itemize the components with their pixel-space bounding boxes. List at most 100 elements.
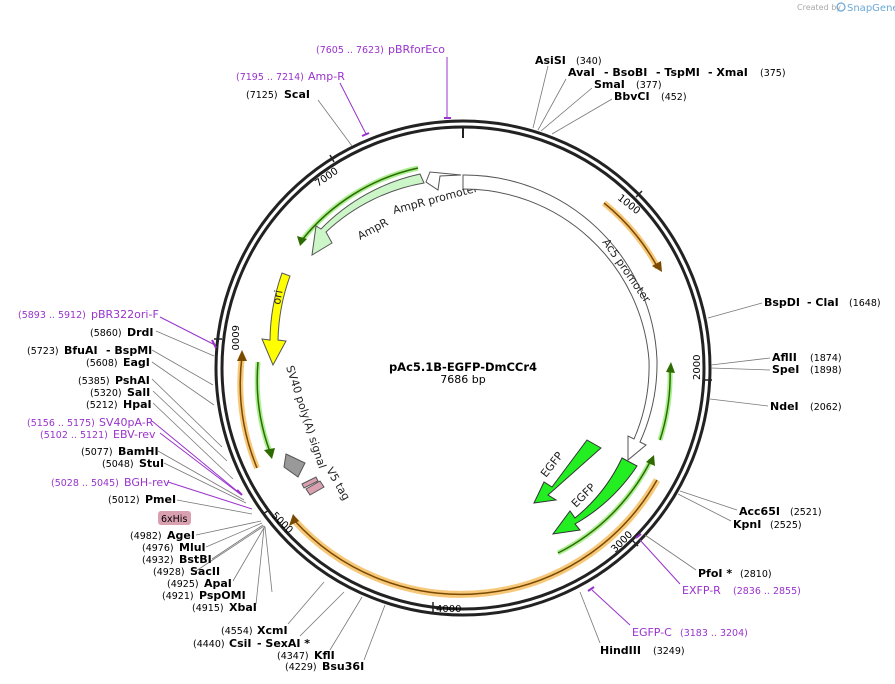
site-mlui-pos: (4976): [142, 543, 174, 554]
site-eagi-pos: (5608): [86, 358, 118, 369]
feature-v5[interactable]: V5 tag: [301, 465, 353, 503]
site-hpai-name: HpaI: [123, 398, 152, 411]
site-ndei[interactable]: NdeI (2062): [709, 398, 842, 413]
site-mlui[interactable]: (4976) MluI: [142, 522, 263, 554]
site-eagi[interactable]: (5608) EagI: [86, 356, 215, 406]
orf-arc-top-right-line: [603, 202, 659, 269]
site-sali[interactable]: (5320) SalI: [90, 386, 228, 462]
site-drdi[interactable]: (5860) DrdI: [90, 326, 215, 357]
tick-6000-label: 6000: [229, 325, 240, 350]
site-scai[interactable]: (7125) ScaI: [246, 88, 353, 147]
site-stui[interactable]: (5048) StuI: [102, 457, 247, 504]
primer-bgh-rev-range: (5028 .. 5045): [51, 478, 119, 489]
primer-ebv-rev-name: EBV-rev: [113, 428, 156, 441]
site-bfuai-bspmi[interactable]: (5723) BfuAI - BspMI: [27, 344, 214, 386]
site-pmei[interactable]: (5012) PmeI: [108, 493, 253, 515]
plasmid-name: pAc5.1B-EGFP-DmCCr4: [389, 360, 537, 374]
primer-pbrforeco[interactable]: (7605 .. 7623) pBRforEco: [316, 43, 451, 119]
tick-6000: 6000: [214, 325, 240, 350]
site-bstbi-pos: (4932): [142, 555, 174, 566]
site-pspomi[interactable]: (4921) PspOMI: [162, 526, 273, 602]
feature-ac5-promoter[interactable]: Ac5 promoter: [462, 174, 658, 462]
site-kfli-pos: (4347): [277, 651, 309, 662]
site-spei[interactable]: SpeI (1898): [710, 363, 842, 376]
feature-ori[interactable]: ori: [261, 272, 291, 367]
primer-egfp-c[interactable]: EGFP-C (3183 .. 3204): [587, 586, 748, 639]
primer-exfp-r[interactable]: EXFP-R (2836 .. 2855): [635, 533, 801, 597]
site-bamhi[interactable]: (5077) BamHI: [81, 445, 245, 501]
site-agei-pos: (4982): [130, 531, 162, 542]
site-smai[interactable]: SmaI (377): [540, 78, 662, 132]
site-xbai[interactable]: (4915) XbaI: [192, 527, 265, 614]
site-kpni-pos: (2525): [770, 520, 802, 531]
primer-exfp-r-name: EXFP-R: [682, 584, 721, 597]
site-pfoi[interactable]: PfoI * (2810): [644, 534, 772, 580]
site-smai-pos: (377): [636, 80, 662, 91]
site-sexai-name: - SexAI *: [257, 637, 310, 650]
primer-bgh-rev[interactable]: (5028 .. 5045) BGH-rev: [51, 476, 253, 510]
green-arc-left-arrow: [264, 448, 275, 459]
site-agei[interactable]: (4982) AgeI: [130, 520, 262, 542]
site-kfli[interactable]: (4347) KflI: [277, 596, 363, 662]
green-arc-right-line: [659, 367, 671, 441]
feature-6xhis-badge[interactable]: 6xHis: [158, 511, 191, 525]
site-pshai-pos: (5385): [78, 376, 110, 387]
site-drdi-name: DrdI: [127, 326, 154, 339]
site-tspmi-name: - TspMI: [656, 66, 700, 79]
site-bsu36i-pos: (4229): [285, 662, 317, 673]
site-xcmi[interactable]: (4554) XcmI: [221, 581, 325, 637]
primer-amp-r[interactable]: (7195 .. 7214) Amp-R: [236, 70, 370, 137]
site-asisi[interactable]: AsiSI (340): [532, 54, 602, 129]
site-hindiii[interactable]: HindIII (3249): [579, 591, 685, 657]
primer-sv40pa-r[interactable]: (5156 .. 5175) SV40pA-R: [27, 416, 238, 492]
site-ndei-pos: (2062): [810, 402, 842, 413]
site-bspdi-clai[interactable]: BspDI - ClaI (1648): [707, 296, 881, 319]
tick-4000-label: 4000: [436, 604, 461, 615]
site-hpai[interactable]: (5212) HpaI: [86, 398, 234, 480]
site-mlui-name: MluI: [179, 541, 206, 554]
orf-arc-left-arrow-up: [237, 350, 247, 361]
site-acc65i[interactable]: Acc65I (2521): [679, 490, 822, 518]
orf-arc-bottom-line: [293, 479, 658, 596]
site-xmai-pos: (375): [760, 68, 786, 79]
site-acc65i-name: Acc65I: [739, 505, 780, 518]
primer-pbr322ori-f[interactable]: (5893 .. 5912) pBR322ori-F: [18, 308, 217, 349]
site-aflii[interactable]: AflII (1874): [710, 351, 842, 366]
site-ava-xmai[interactable]: AvaI - BsoBI - TspMI - XmaI (375): [537, 66, 786, 131]
site-xcmi-name: XcmI: [257, 624, 288, 637]
site-kpni[interactable]: KpnI (2525): [677, 493, 802, 531]
site-apai-pos: (4925): [167, 579, 199, 590]
site-sacii[interactable]: (4928) SacII: [153, 525, 265, 578]
site-drdi-pos: (5860): [90, 328, 122, 339]
site-aflii-name: AflII: [772, 351, 797, 364]
site-csii-name: CsiI: [229, 637, 251, 650]
site-stui-pos: (5048): [102, 459, 134, 470]
feature-sv40[interactable]: SV40 poly(A) signal: [283, 364, 329, 478]
site-spei-name: SpeI: [772, 363, 799, 376]
site-bspmi-name: - BspMI: [106, 344, 152, 357]
site-csii-sexai[interactable]: (4440) CsiI - SexAI *: [193, 591, 345, 650]
site-bsu36i-name: Bsu36I: [322, 660, 364, 673]
site-apai-name: ApaI: [204, 577, 232, 590]
site-bstbi[interactable]: (4932) BstBI: [142, 524, 264, 566]
site-apai[interactable]: (4925) ApaI: [167, 525, 266, 590]
site-pmei-name: PmeI: [145, 493, 176, 506]
site-clai-pos: (1648): [849, 298, 881, 309]
site-xmai-name: - XmaI: [708, 66, 748, 79]
primer-ebv-rev[interactable]: (5102 .. 5121) EBV-rev: [40, 428, 243, 496]
site-pshai[interactable]: (5385) PshAI: [78, 374, 223, 448]
primer-sv40pa-r-range: (5156 .. 5175): [27, 418, 95, 429]
site-hindiii-pos: (3249): [653, 646, 685, 657]
tick-2000-label: 2000: [692, 355, 703, 380]
site-bbvci[interactable]: BbvCI (452): [551, 90, 687, 135]
primer-exfp-r-range: (2836 .. 2855): [733, 586, 801, 597]
site-avai-name: AvaI: [568, 66, 595, 79]
site-kfli-name: KflI: [314, 649, 335, 662]
site-bbvci-name: BbvCI: [614, 90, 650, 103]
feature-6xhis-label: 6xHis: [161, 514, 187, 525]
site-bsu36i[interactable]: (4229) Bsu36I: [285, 604, 386, 673]
orf-arc-bottom-arrow: [289, 514, 299, 526]
site-spei-pos: (1898): [810, 365, 842, 376]
green-arc-top-arrow: [297, 236, 307, 246]
